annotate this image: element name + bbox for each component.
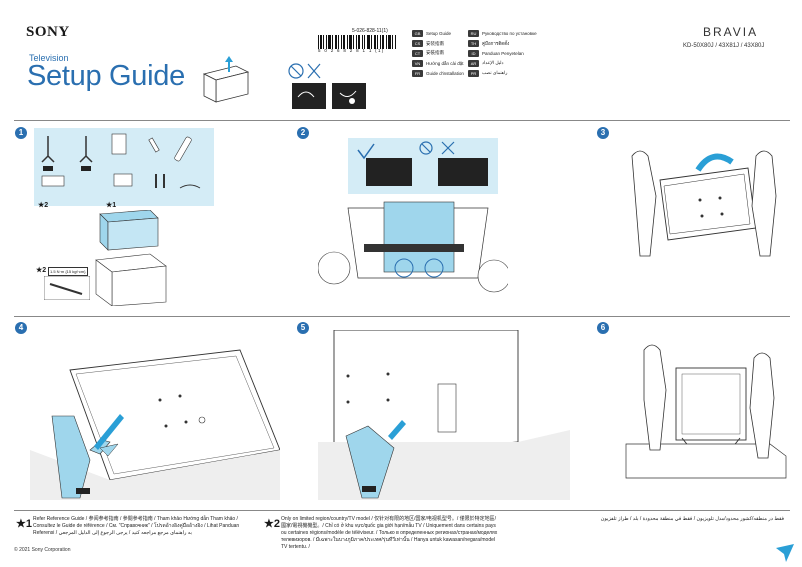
accessories-panel bbox=[34, 128, 214, 206]
section-divider bbox=[14, 316, 790, 317]
warning-icon bbox=[99, 443, 119, 457]
section-divider bbox=[14, 510, 790, 511]
manual-icon bbox=[111, 133, 127, 155]
page-title: Setup Guide bbox=[27, 60, 185, 92]
copyright: © 2021 Sony Corporation bbox=[14, 547, 71, 553]
step-number-5: 5 bbox=[297, 322, 309, 334]
star-marker: ★1 bbox=[106, 202, 117, 209]
stand-leg-icon bbox=[41, 136, 55, 171]
person-icon bbox=[749, 352, 775, 459]
battery-icon bbox=[148, 137, 160, 153]
barcode-icon bbox=[318, 35, 396, 49]
step-number-2: 2 bbox=[297, 127, 309, 139]
step-number-3: 3 bbox=[597, 127, 609, 139]
prohibited-icon bbox=[288, 63, 321, 79]
screw-spec: 1.5 N·m {15 kgf·cm} bbox=[48, 267, 88, 276]
barcode-digits: 5 0 2 6 8 2 8 1 1 (1) bbox=[318, 48, 385, 53]
prohibited-icon bbox=[419, 141, 433, 155]
brand-logo: SONY bbox=[26, 24, 70, 40]
step3-illustration bbox=[631, 150, 777, 257]
footnote-region: Only on limited region/country/TV model … bbox=[281, 516, 498, 550]
part-number: 5-026-828-11(1) bbox=[352, 28, 388, 34]
step2-illustration bbox=[318, 138, 508, 293]
rotate-arrow-icon bbox=[695, 153, 734, 172]
screw-bag-icon bbox=[41, 175, 65, 187]
model-numbers: KD-50X80J / 43X81J / 43X80J bbox=[683, 43, 765, 49]
step5-illustration bbox=[318, 330, 570, 500]
tv-box-illustration bbox=[95, 210, 167, 306]
step6-illustration bbox=[625, 344, 787, 479]
power-cord-icon bbox=[179, 184, 201, 189]
person-icon bbox=[631, 150, 657, 257]
step-number-4: 4 bbox=[15, 322, 27, 334]
screwdriver-illustration bbox=[44, 276, 90, 300]
page-turn-icon bbox=[776, 544, 794, 562]
star-marker: ★2 bbox=[36, 267, 47, 274]
remote-icon bbox=[174, 136, 192, 162]
check-icon bbox=[357, 143, 375, 160]
label-icon bbox=[113, 173, 133, 187]
footnote-reference: Refer Reference Guide / 参阅参考指南 / 參閱參考指南 … bbox=[33, 516, 240, 536]
cross-icon bbox=[441, 141, 455, 155]
person-icon bbox=[751, 150, 777, 257]
footnote-arabic: فقط در منطقه/کشور محدود/مدل تلویزیون / ف… bbox=[600, 516, 784, 522]
cable-tie-icon bbox=[155, 174, 165, 188]
do-not-press-screen-illustration bbox=[292, 83, 366, 109]
stand-leg-icon bbox=[79, 136, 93, 171]
step-number-1: 1 bbox=[15, 127, 27, 139]
document-subtitle: Television bbox=[29, 53, 69, 63]
person-icon bbox=[643, 344, 667, 451]
footnote-marker: ★1 bbox=[16, 518, 32, 530]
step-number-6: 6 bbox=[597, 322, 609, 334]
footnote-marker: ★2 bbox=[264, 518, 280, 530]
star-marker: ★2 bbox=[38, 202, 49, 209]
product-line: BRAVIA bbox=[703, 25, 759, 39]
step4-illustration bbox=[30, 349, 280, 500]
unboxing-illustration bbox=[202, 56, 250, 103]
section-divider bbox=[14, 120, 790, 121]
